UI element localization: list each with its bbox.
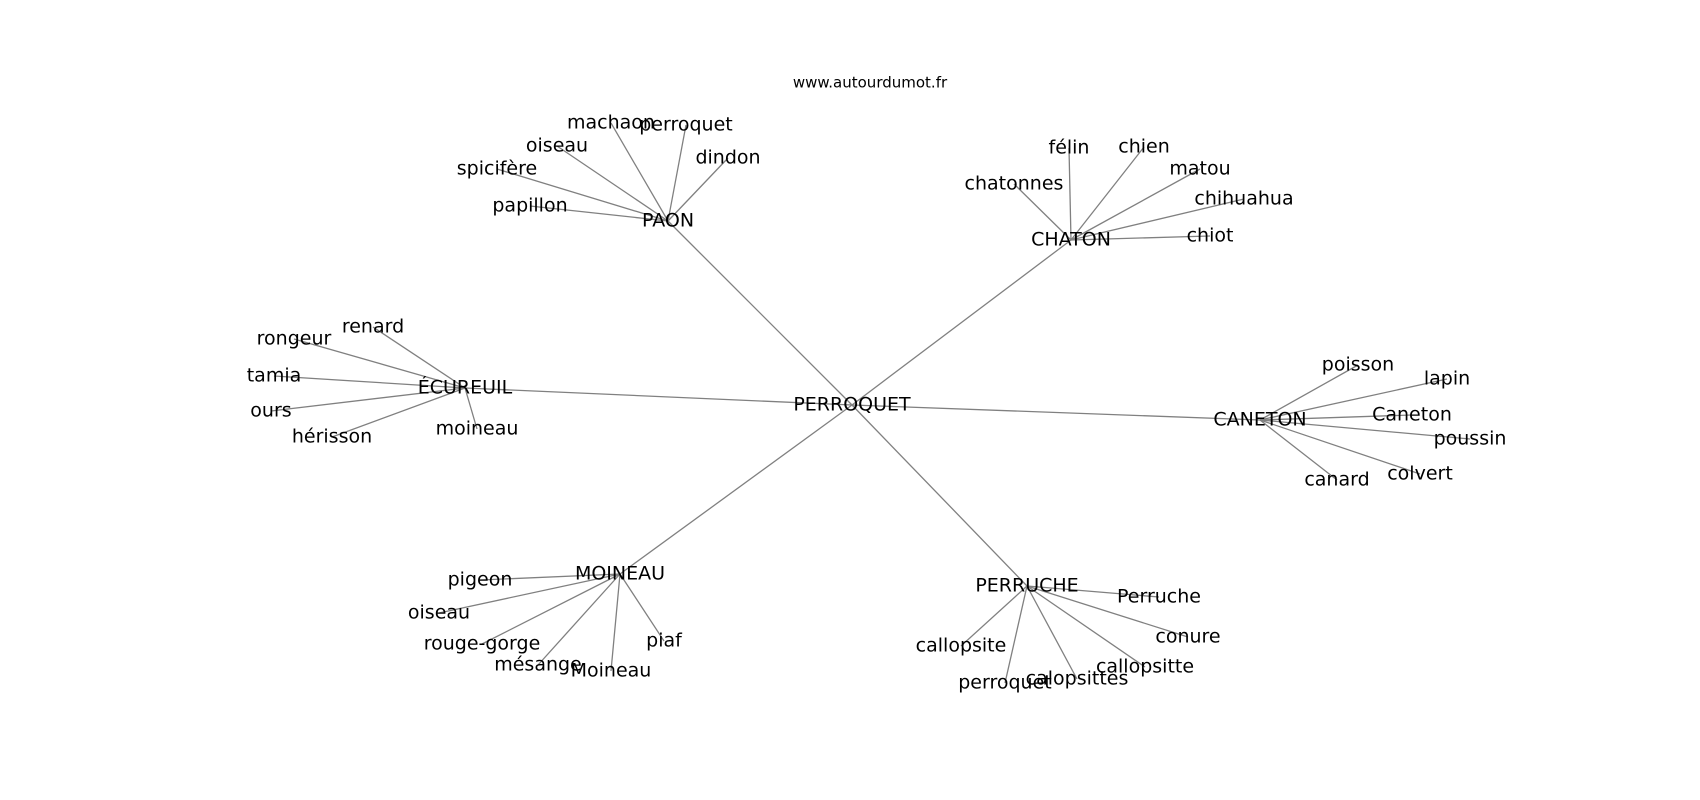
leaf-node[interactable]: pigeon (448, 569, 513, 591)
leaf-node[interactable]: moineau (436, 418, 519, 440)
edge-hub-leaf (960, 585, 1028, 647)
hub-node[interactable]: CHATON (1031, 229, 1111, 251)
leaf-node[interactable]: Perruche (1117, 586, 1201, 608)
site-watermark: www.autourdumot.fr (793, 74, 948, 92)
leaf-node[interactable]: machaon (567, 112, 655, 134)
edge-hub-leaf (1004, 585, 1028, 684)
leaf-node[interactable]: oiseau (526, 135, 588, 157)
leaf-node[interactable]: matou (1169, 158, 1230, 180)
edge-hub-leaf (1259, 414, 1413, 421)
edge-hub-leaf (1026, 585, 1189, 638)
edge-hub-leaf (481, 573, 621, 645)
label-layer: www.autourdumot.fr PERROQUETPAONmachaonp… (247, 74, 1507, 694)
leaf-node[interactable]: lapin (1424, 368, 1470, 390)
hub-node[interactable]: MOINEAU (575, 563, 665, 585)
edge-hub-leaf (1259, 419, 1421, 475)
edge-hub-leaf (1070, 168, 1201, 241)
edge-hub-leaf (331, 387, 466, 438)
edge-hub-leaf (1259, 378, 1448, 421)
edge-hub-leaf (1070, 198, 1245, 241)
edge-hub-leaf (1259, 419, 1471, 440)
leaf-node[interactable]: papillon (492, 195, 567, 217)
edge-center-hub (464, 387, 853, 406)
edge-hub-leaf (610, 573, 621, 672)
edge-hub-leaf (537, 573, 621, 666)
edge-hub-leaf (464, 387, 478, 430)
edge-layer (270, 122, 1471, 684)
edge-hub-leaf (1068, 147, 1072, 241)
center-node[interactable]: PERROQUET (793, 394, 911, 416)
leaf-node[interactable]: spicifère (457, 158, 537, 180)
edge-hub-leaf (1026, 585, 1078, 680)
edge-hub-leaf (1070, 146, 1145, 241)
leaf-node[interactable]: hérisson (292, 426, 372, 448)
edge-center-hub (851, 404, 1261, 421)
edge-hub-leaf (1259, 419, 1338, 481)
edge-hub-leaf (556, 145, 669, 222)
leaf-node[interactable]: canard (1304, 469, 1369, 491)
leaf-node[interactable]: chiot (1187, 225, 1234, 247)
edge-hub-leaf (496, 168, 669, 222)
leaf-node[interactable]: chien (1118, 136, 1170, 158)
leaf-node[interactable]: perroquet (639, 114, 733, 136)
edge-center-hub (667, 220, 853, 406)
leaf-node[interactable]: rongeur (257, 328, 332, 350)
edge-hub-leaf (372, 326, 466, 389)
edge-hub-leaf (270, 387, 466, 412)
leaf-node[interactable]: renard (342, 316, 404, 338)
leaf-node[interactable]: callopsite (916, 635, 1007, 657)
leaf-node[interactable]: perroquet (958, 672, 1052, 694)
leaf-node[interactable]: poussin (1434, 428, 1507, 450)
edge-hub-leaf (667, 157, 729, 222)
hub-node[interactable]: ÉCUREUIL (418, 376, 513, 399)
leaf-node[interactable]: chihuahua (1194, 188, 1293, 210)
edge-hub-leaf (1026, 585, 1146, 668)
edge-hub-leaf (610, 122, 669, 222)
edge-hub-leaf (1259, 364, 1359, 421)
leaf-node[interactable]: dindon (695, 147, 760, 169)
leaf-node[interactable]: piaf (646, 630, 683, 652)
leaf-node[interactable]: félin (1049, 137, 1090, 159)
edge-hub-leaf (1070, 235, 1211, 241)
leaf-node[interactable]: mésange (494, 654, 582, 676)
leaf-node[interactable]: chatonnes (965, 173, 1064, 195)
leaf-node[interactable]: poisson (1322, 354, 1394, 376)
leaf-node[interactable]: Caneton (1372, 404, 1452, 426)
hub-node[interactable]: PAON (642, 210, 694, 232)
leaf-node[interactable]: calopsittes (1026, 668, 1129, 690)
edge-hub-leaf (529, 205, 669, 222)
leaf-node[interactable]: colvert (1387, 463, 1453, 485)
edge-hub-leaf (479, 573, 621, 581)
edge-hub-leaf (1013, 183, 1072, 241)
leaf-node[interactable]: conure (1155, 626, 1220, 648)
leaf-node[interactable]: callopsitte (1096, 656, 1194, 678)
edge-center-hub (851, 404, 1028, 587)
leaf-node[interactable]: rouge-gorge (424, 633, 541, 655)
edge-hub-leaf (293, 338, 466, 389)
edge-hub-leaf (667, 124, 687, 222)
hub-node[interactable]: PERRUCHE (975, 575, 1078, 597)
edge-hub-leaf (619, 573, 665, 642)
edge-hub-leaf (438, 573, 621, 614)
edge-hub-leaf (1026, 585, 1160, 598)
leaf-node[interactable]: ours (250, 400, 291, 422)
hub-node[interactable]: CANETON (1213, 409, 1306, 431)
leaf-node[interactable]: tamia (247, 365, 302, 387)
edge-center-hub (851, 239, 1072, 406)
edge-hub-leaf (273, 375, 466, 389)
edge-center-hub (619, 404, 853, 575)
leaf-node[interactable]: oiseau (408, 602, 470, 624)
leaf-node[interactable]: Moineau (571, 660, 652, 682)
